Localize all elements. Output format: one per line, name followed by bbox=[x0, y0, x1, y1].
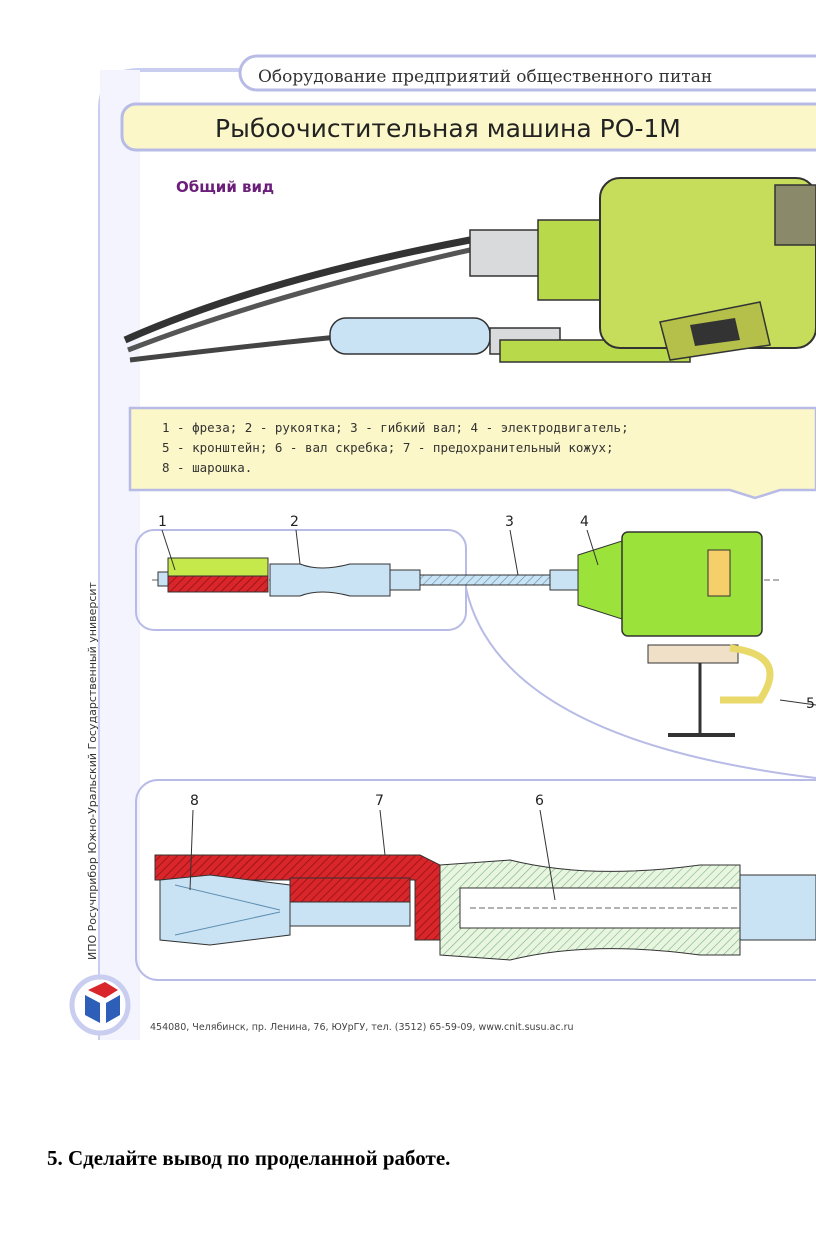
callout-6: 6 bbox=[535, 793, 544, 809]
callout-7: 7 bbox=[375, 793, 384, 809]
poster-footer: 454080, Челябинск, пр. Ленина, 76, ЮУрГУ… bbox=[150, 1022, 574, 1033]
poster-header: Оборудование предприятий общественного п… bbox=[238, 54, 816, 92]
legend-line-3: 8 - шарошка. bbox=[162, 460, 252, 475]
poster-header-text: Оборудование предприятий общественного п… bbox=[258, 67, 712, 87]
schematic-diagram: 1 2 3 4 5 bbox=[135, 514, 816, 779]
equipment-poster: Оборудование предприятий общественного п… bbox=[69, 54, 816, 1040]
poster-title-band: Рыбоочистительная машина РО-1М bbox=[120, 102, 816, 152]
parts-legend: 1 - фреза; 2 - рукоятка; 3 - гибкий вал;… bbox=[128, 406, 816, 500]
poster-frame bbox=[98, 68, 816, 1040]
poster-title: Рыбоочистительная машина РО-1М bbox=[215, 114, 681, 143]
callout-8: 8 bbox=[190, 793, 199, 809]
poster-subtitle: Общий вид bbox=[176, 178, 274, 196]
callout-5: 5 bbox=[806, 696, 815, 712]
legend-line-2: 5 - кронштейн; 6 - вал скребка; 7 - пред… bbox=[162, 440, 614, 455]
general-view-illustration bbox=[123, 177, 816, 363]
cutaway-diagram: 8 7 6 bbox=[135, 779, 816, 981]
legend-line-1: 1 - фреза; 2 - рукоятка; 3 - гибкий вал;… bbox=[162, 420, 629, 435]
callout-4: 4 bbox=[580, 514, 589, 530]
task-instruction: 5. Сделайте вывод по проделанной работе. bbox=[47, 1146, 451, 1170]
side-credits: ИПО Росучприбор Южно-Уральский Государст… bbox=[86, 581, 99, 960]
callout-2: 2 bbox=[290, 514, 299, 530]
callout-1: 1 bbox=[158, 514, 167, 530]
institute-logo bbox=[69, 974, 131, 1036]
callout-3: 3 bbox=[505, 514, 514, 530]
